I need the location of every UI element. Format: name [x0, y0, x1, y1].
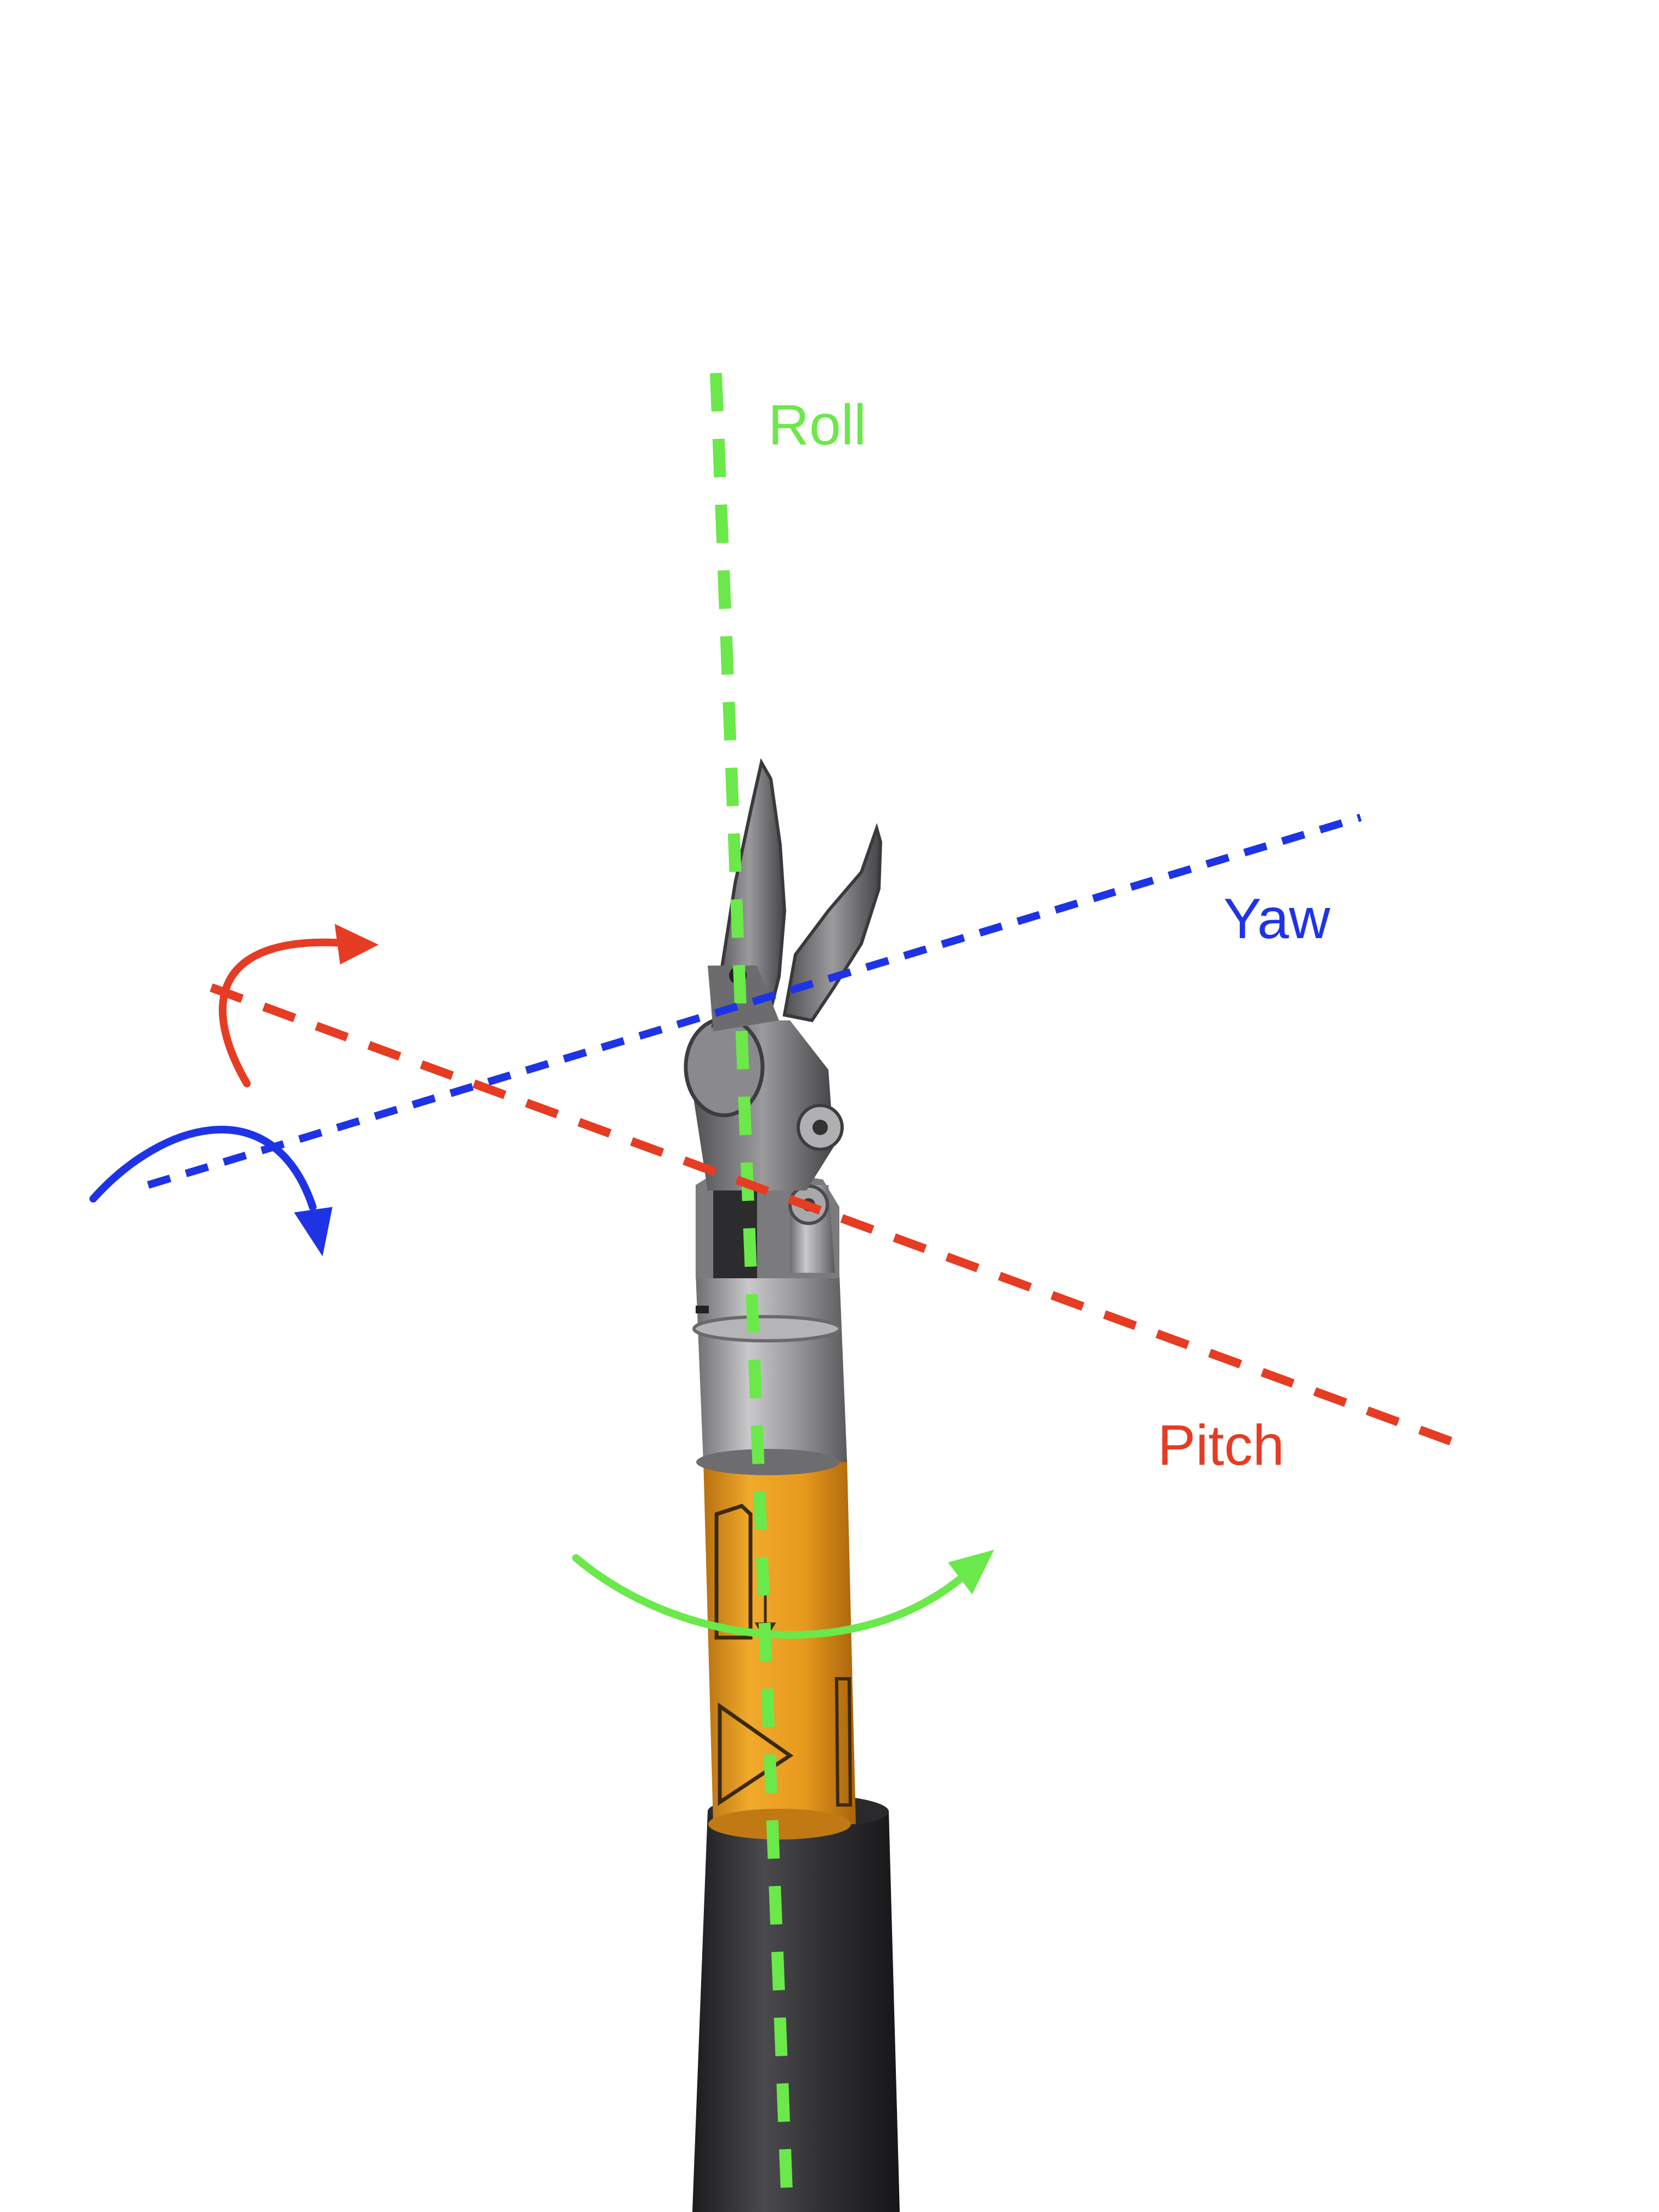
instrument-wrist: [684, 1017, 844, 1278]
surgical-instrument: [684, 758, 900, 2212]
pitch-label: Pitch: [1158, 1414, 1284, 1477]
roll-arrow-icon: [572, 1550, 994, 1639]
yaw-arrow-icon: [89, 1126, 332, 1256]
roll-label: Roll: [768, 393, 866, 457]
instrument-collar: [692, 1273, 847, 1475]
instrument-shaft: [692, 1794, 900, 2212]
pitch-arrow-icon: [218, 924, 379, 1087]
instrument-sleeve: [703, 1459, 856, 1839]
yaw-axis: [146, 814, 1362, 1189]
yaw-label: Yaw: [1223, 887, 1330, 951]
roll-axis: [710, 373, 793, 2206]
